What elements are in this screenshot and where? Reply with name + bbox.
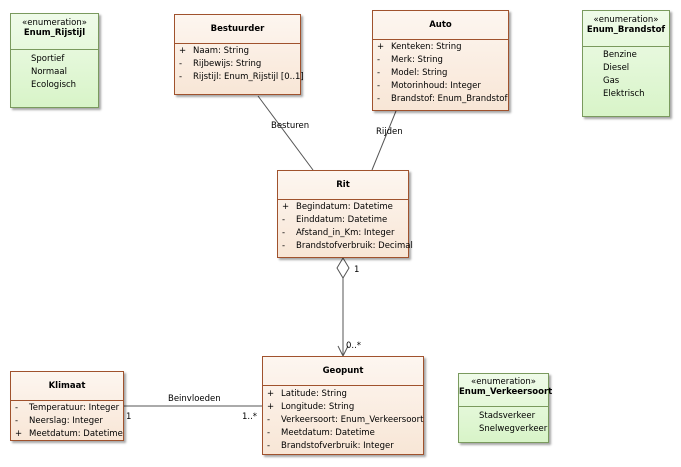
attribute-row: -Merk: String [377, 55, 443, 65]
attribute-row: -Motorinhoud: Integer [377, 81, 481, 91]
enum-rijstijl-box[interactable]: «enumeration» Enum_Rijstijl Sportief Nor… [10, 13, 99, 108]
rijden-label: Rijden [376, 127, 403, 137]
enum-literal: Snelwegverkeer [479, 424, 548, 434]
rijden-line [371, 110, 397, 171]
class-geopunt-box[interactable]: Geopunt +Latitude: String +Longitude: St… [262, 356, 424, 455]
attribute-row: -Rijstijl: Enum_Rijstijl [0..1] [179, 72, 304, 82]
beinvloeden-label: Beinvloeden [168, 394, 221, 404]
attribute-row: -Rijbewijs: String [179, 59, 262, 69]
class-bestuurder-box[interactable]: Bestuurder +Naam: String -Rijbewijs: Str… [174, 14, 304, 95]
enum-literal: Diesel [603, 63, 630, 73]
enum-name: Enum_Brandstof [586, 25, 666, 35]
attribute-row: -Neerslag: Integer [15, 416, 103, 426]
enum-literal: Benzine [603, 50, 637, 60]
attribute-row: +Begindatum: Datetime [282, 202, 393, 212]
attribute-row: -Brandstofverbruik: Decimal [282, 241, 413, 251]
class-name: Rit [336, 180, 350, 190]
enum-literal: Sportief [31, 54, 65, 64]
class-name: Geopunt [322, 366, 364, 376]
enum-literal: Gas [603, 76, 620, 86]
attribute-row: -Brandstofverbruik: Integer [267, 441, 394, 451]
attribute-row: -Afstand_in_Km: Integer [282, 228, 395, 238]
attribute-row: -Meetdatum: Datetime [267, 428, 375, 438]
attribute-row: +Meetdatum: Datetime [15, 429, 123, 439]
attribute-row: +Kenteken: String [377, 42, 462, 52]
class-name: Klimaat [48, 381, 86, 391]
enum-literal: Elektrisch [603, 89, 645, 99]
class-name: Bestuurder [210, 24, 265, 34]
enum-stereotype: «enumeration» [22, 18, 87, 28]
class-name: Auto [429, 20, 452, 30]
geopunt-beinvloeden-multiplicity-label: 1..* [242, 412, 258, 422]
enum-name: Enum_Rijstijl [23, 28, 86, 38]
klimaat-multiplicity-label: 1 [126, 412, 132, 422]
attribute-row: -Brandstof: Enum_Brandstof [377, 94, 508, 104]
attribute-row: -Model: String [377, 68, 448, 78]
attribute-row: -Temperatuur: Integer [15, 403, 120, 413]
attribute-row: +Latitude: String [267, 389, 347, 399]
class-klimaat-box[interactable]: Klimaat -Temperatuur: Integer -Neerslag:… [10, 371, 124, 441]
rit-multiplicity-label: 1 [354, 265, 360, 275]
enum-stereotype: «enumeration» [593, 15, 659, 25]
class-auto-box[interactable]: Auto +Kenteken: String -Merk: String -Mo… [372, 10, 509, 111]
attribute-row: -Einddatum: Datetime [282, 215, 388, 225]
attribute-row: +Naam: String [179, 46, 249, 56]
enum-literal: Ecologisch [31, 80, 77, 90]
enum-brandstof-box[interactable]: «enumeration» Enum_Brandstof Benzine Die… [582, 10, 670, 117]
composition-diamond-icon [336, 257, 350, 279]
attribute-row: -Verkeersoort: Enum_Verkeersoort [267, 415, 424, 425]
enum-verkeersoort-box[interactable]: «enumeration» Enum_Verkeersoort Stadsver… [458, 373, 553, 443]
enum-literal: Stadsverkeer [479, 411, 536, 421]
attribute-row: +Longitude: String [267, 402, 355, 412]
enum-name: Enum_Verkeersoort [459, 387, 553, 397]
class-rit-box[interactable]: Rit +Begindatum: Datetime -Einddatum: Da… [277, 170, 413, 258]
geopunt-multiplicity-label: 0..* [346, 341, 362, 351]
besturen-label: Besturen [271, 121, 310, 131]
enum-literal: Normaal [31, 67, 67, 77]
enum-stereotype: «enumeration» [471, 377, 536, 387]
besturen-line [257, 95, 314, 171]
